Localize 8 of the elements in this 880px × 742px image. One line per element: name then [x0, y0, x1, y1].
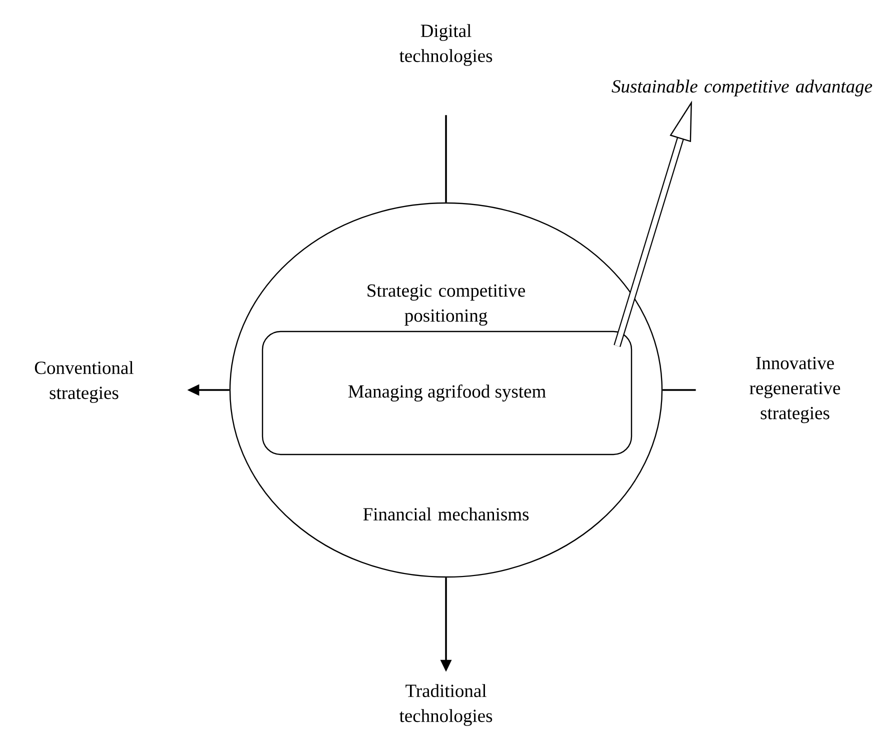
- label-text: Traditional technologies: [399, 684, 492, 726]
- label-text: Sustainable competitive advantage: [612, 80, 872, 96]
- label-text: Digital technologies: [399, 24, 492, 66]
- ellipse-text: Strategic competitive positioning: [368, 284, 526, 326]
- rounded-box: Managing agrifood system: [262, 330, 632, 456]
- label-text: Innovative regenerative strategies: [750, 356, 840, 424]
- label-text: Conventional strategies: [34, 361, 134, 403]
- ellipse-text: Financial mechanisms: [363, 508, 529, 521]
